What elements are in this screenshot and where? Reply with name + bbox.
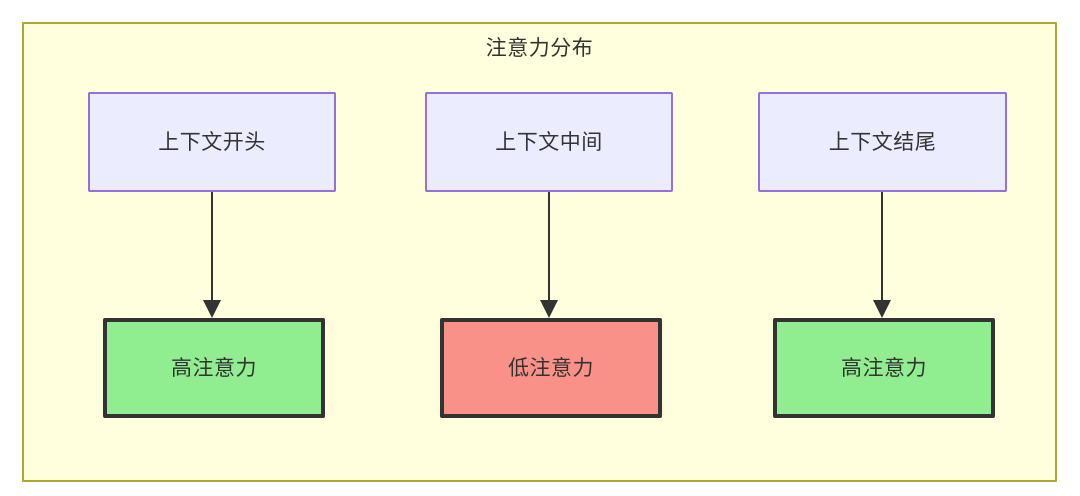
- node-label: 低注意力: [508, 356, 594, 380]
- node-label: 上下文开头: [158, 130, 266, 154]
- node-attention-middle[interactable]: 低注意力: [440, 318, 662, 418]
- node-label: 上下文中间: [495, 130, 603, 154]
- node-label: 高注意力: [171, 356, 257, 380]
- node-attention-start[interactable]: 高注意力: [103, 318, 325, 418]
- node-label: 上下文结尾: [828, 130, 937, 154]
- node-context-start[interactable]: 上下文开头: [88, 92, 336, 192]
- node-context-middle[interactable]: 上下文中间: [425, 92, 673, 192]
- node-attention-end[interactable]: 高注意力: [773, 318, 995, 418]
- subgraph-title: 注意力分布: [485, 37, 594, 60]
- node-context-end[interactable]: 上下文结尾: [758, 92, 1007, 192]
- node-label: 高注意力: [841, 356, 927, 380]
